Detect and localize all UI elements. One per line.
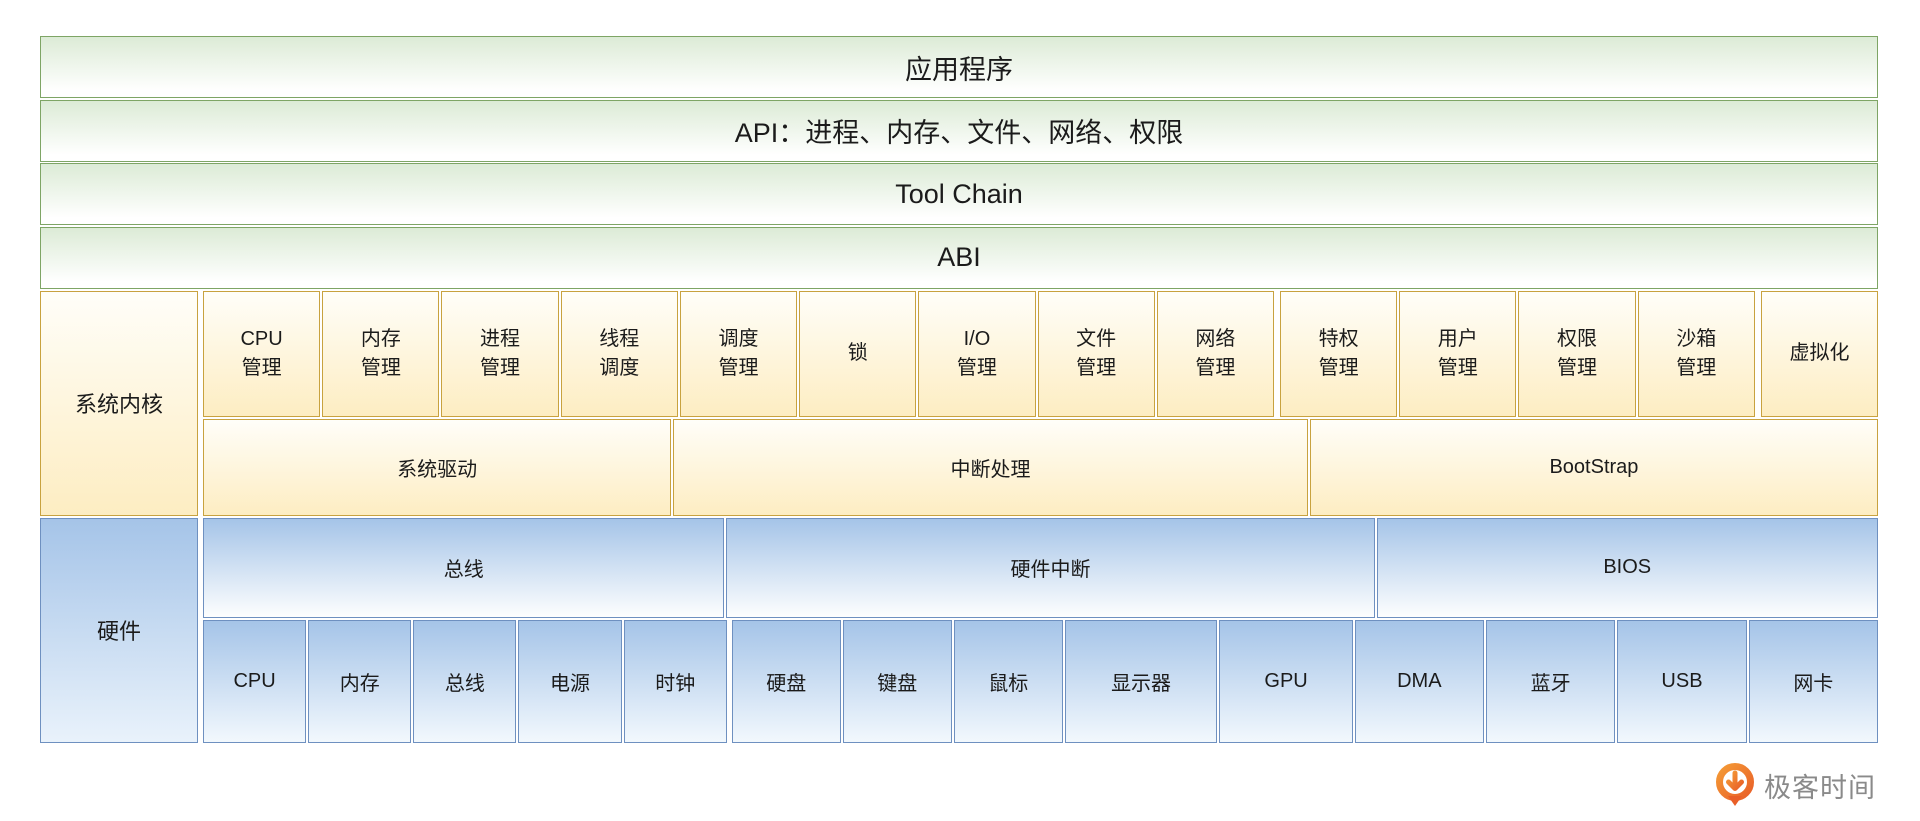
layer-abi: ABI	[40, 226, 1878, 289]
hardware-section-label: 硬件	[40, 517, 198, 743]
kernel-module-cell: 沙箱 管理	[1637, 290, 1755, 417]
kernel-module-cell: 锁	[799, 290, 917, 417]
kernel-module-cell: CPU 管理	[203, 290, 321, 417]
kernel-module-cell: 特权 管理	[1279, 290, 1398, 417]
kernel-module-cell: 权限 管理	[1518, 290, 1636, 417]
hardware-group-cell: BIOS	[1376, 517, 1878, 618]
kernel-module-cell: 进程 管理	[441, 290, 559, 417]
hardware-device-cell: USB	[1617, 619, 1747, 743]
kernel-module-cell: 网络 管理	[1156, 290, 1274, 417]
kernel-module-cell: 调度 管理	[679, 290, 798, 417]
geektime-logo-icon	[1715, 763, 1755, 807]
hardware-device-cell: DMA	[1354, 619, 1484, 743]
kernel-subsystem-cell: 系统驱动	[203, 418, 672, 516]
hardware-device-cell: 时钟	[623, 619, 727, 743]
hardware-device-row: CPU 内存 总线 电源 时钟 硬盘 键盘 鼠标	[203, 619, 1878, 743]
diagram-body: 应用程序 API：进程、内存、文件、网络、权限 Tool Chain ABI 系…	[40, 36, 1879, 743]
layer-toolchain: Tool Chain	[40, 163, 1878, 225]
brand-footer: 极客时间	[1715, 763, 1876, 807]
hardware-group-cell: 硬件中断	[726, 517, 1375, 618]
layer-api: API：进程、内存、文件、网络、权限	[40, 99, 1878, 162]
hardware-group-cell: 总线	[203, 517, 725, 618]
kernel-module-cell: 用户 管理	[1399, 290, 1517, 417]
hardware-group-row: 总线 硬件中断 BIOS	[203, 517, 1878, 618]
hardware-device-cell: 总线	[413, 619, 517, 743]
hardware-device-cell: 蓝牙	[1486, 619, 1616, 743]
kernel-subsystem-cell: BootStrap	[1309, 418, 1878, 516]
hardware-section: 硬件 总线 硬件中断 BIOS CPU 内存	[40, 517, 1878, 743]
hardware-device-cell: GPU	[1219, 619, 1353, 743]
layer-application: 应用程序	[40, 36, 1878, 98]
hardware-device-cell: 鼠标	[953, 619, 1063, 743]
hardware-device-cell: 显示器	[1064, 619, 1218, 743]
kernel-module-cell: 内存 管理	[322, 290, 440, 417]
kernel-module-cell: 虚拟化	[1760, 290, 1879, 417]
kernel-subsystem-row: 系统驱动 中断处理 BootStrap	[203, 418, 1878, 516]
hardware-device-cell: 键盘	[842, 619, 952, 743]
kernel-section-label: 系统内核	[40, 290, 198, 516]
brand-name: 极客时间	[1764, 772, 1876, 803]
hardware-device-cell: CPU	[203, 619, 307, 743]
kernel-module-cell: I/O 管理	[918, 290, 1036, 417]
kernel-module-cell: 文件 管理	[1037, 290, 1155, 417]
hardware-device-cell: 网卡	[1748, 619, 1878, 743]
kernel-section: 系统内核 CPU 管理 内存 管理 进程 管理 线程 调度 调度 管理 锁	[40, 290, 1879, 516]
application-layers: 应用程序 API：进程、内存、文件、网络、权限 Tool Chain ABI	[40, 36, 1878, 289]
kernel-module-cell: 线程 调度	[560, 290, 678, 417]
kernel-module-row: CPU 管理 内存 管理 进程 管理 线程 调度 调度 管理 锁 I/O 管理	[203, 290, 1879, 417]
hardware-device-cell: 电源	[518, 619, 622, 743]
kernel-grid: CPU 管理 内存 管理 进程 管理 线程 调度 调度 管理 锁 I/O 管理	[203, 290, 1879, 516]
hardware-grid: 总线 硬件中断 BIOS CPU 内存 总线 电源	[203, 517, 1878, 743]
hardware-device-cell: 硬盘	[731, 619, 841, 743]
hardware-device-cell: 内存	[308, 619, 412, 743]
kernel-subsystem-cell: 中断处理	[673, 418, 1308, 516]
